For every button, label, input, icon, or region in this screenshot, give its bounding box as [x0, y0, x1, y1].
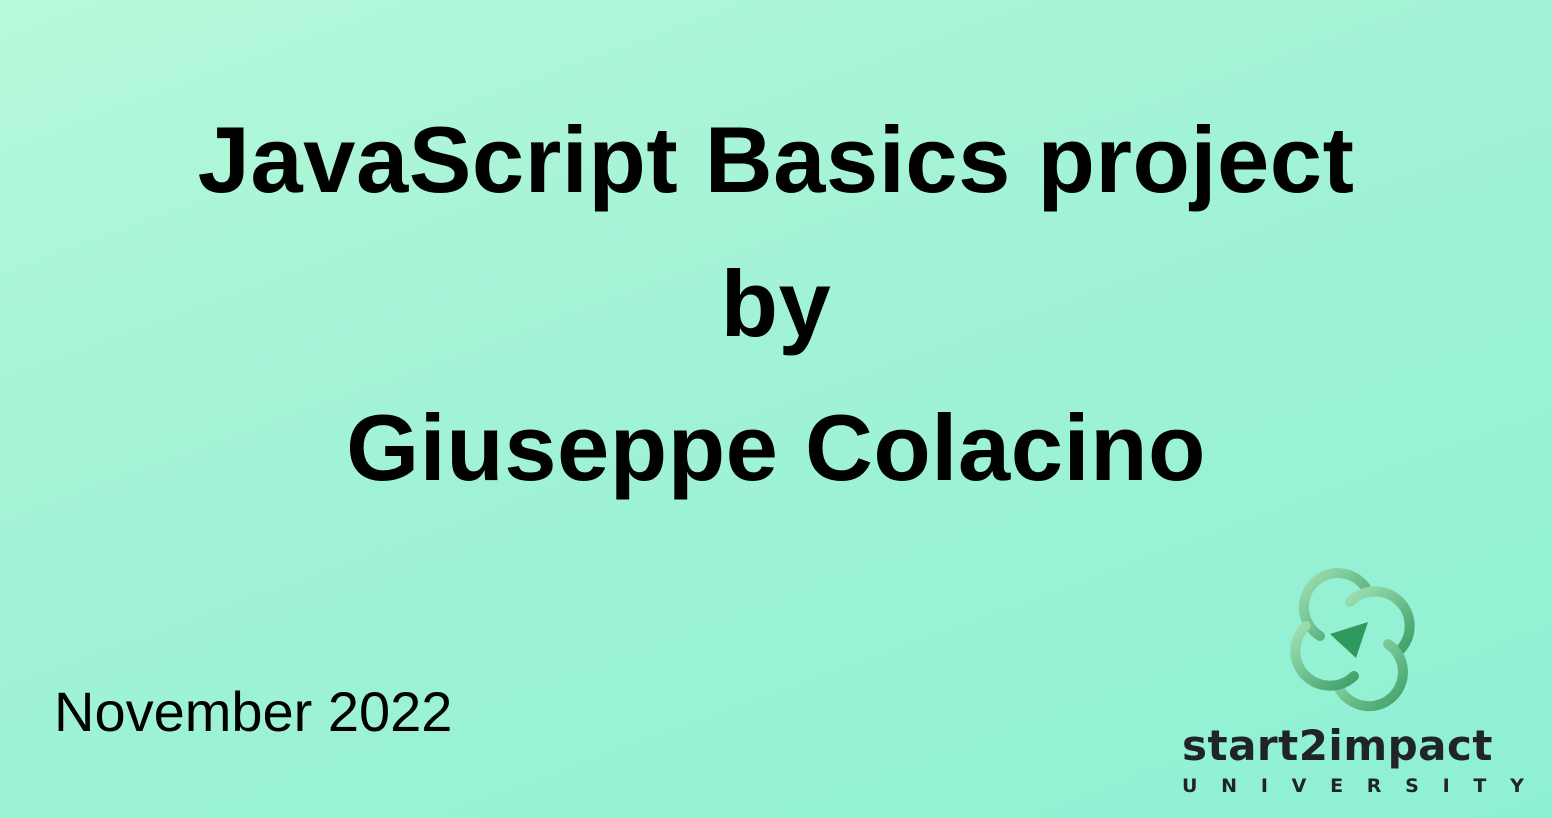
logo-subtitle: U N I V E R S I T Y: [1182, 774, 1524, 798]
title-line-by: by: [720, 251, 832, 356]
logo-subtitle-letter: Y: [1510, 775, 1524, 797]
start2impact-logo-icon: [1290, 568, 1415, 712]
title-block: JavaScript Basics project by Giuseppe Co…: [0, 88, 1552, 520]
logo-subtitle-letter: U: [1182, 775, 1198, 797]
logo-subtitle-letter: I: [1442, 775, 1450, 797]
logo-subtitle-letter: I: [1260, 775, 1268, 797]
logo-subtitle-letter: E: [1330, 775, 1344, 797]
title-line-project: JavaScript Basics project: [197, 107, 1355, 212]
logo-subtitle-letter: S: [1405, 775, 1419, 797]
logo-wordmark: start2impact: [1182, 721, 1493, 770]
start2impact-logo: start2impact U N I V E R S I T Y: [1180, 566, 1526, 806]
logo-subtitle-letter: N: [1221, 775, 1238, 797]
title-line-author: Giuseppe Colacino: [346, 395, 1206, 500]
logo-subtitle-letter: V: [1291, 775, 1307, 797]
date-label: November 2022: [54, 680, 453, 743]
logo-subtitle-letter: T: [1473, 775, 1487, 797]
logo-subtitle-letter: R: [1366, 775, 1382, 797]
